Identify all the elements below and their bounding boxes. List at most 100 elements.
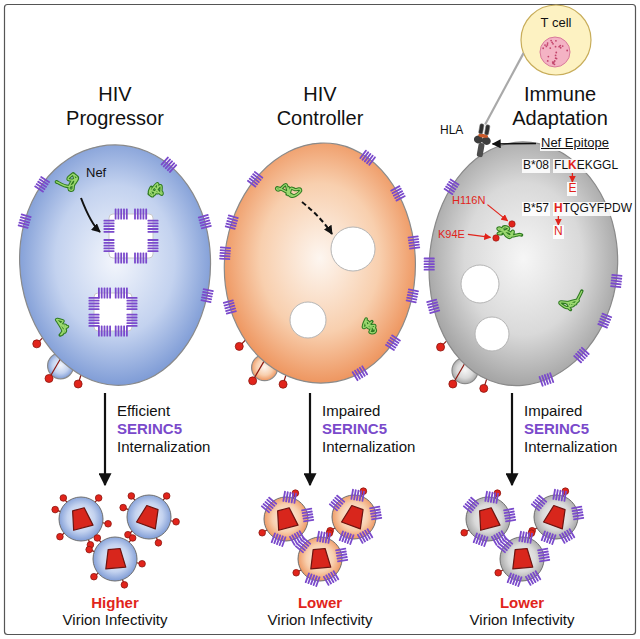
serinc5-helix	[126, 326, 128, 337]
serinc5-helix	[147, 231, 158, 233]
text-part: SERINC5	[524, 420, 617, 438]
serinc5-helix	[168, 164, 177, 173]
serinc5-protein	[219, 246, 231, 260]
capsid	[342, 504, 367, 529]
serinc5-helix	[88, 303, 99, 305]
serinc5-helix	[20, 213, 31, 218]
serinc5-helix	[293, 493, 297, 504]
serinc5-helix	[407, 238, 418, 241]
serinc5-helix	[473, 532, 478, 543]
serinc5-helix	[470, 496, 480, 504]
allele-label: B*57	[522, 202, 550, 216]
residue: G	[593, 158, 602, 172]
serinc5-helix	[125, 253, 127, 264]
serinc5-protein	[537, 548, 550, 563]
serinc5-protein	[359, 149, 376, 166]
serinc5-protein	[597, 313, 612, 329]
serinc5-helix	[145, 209, 147, 220]
serinc5-helix	[368, 156, 376, 166]
serinc5-helix	[103, 250, 114, 252]
env-spike	[436, 343, 444, 351]
serinc5-helix	[126, 288, 128, 299]
vesicle-lumen	[94, 293, 132, 331]
serinc5-helix	[408, 241, 419, 244]
serinc5-protein	[538, 372, 554, 387]
vir-figure	[442, 488, 602, 592]
serinc5-helix	[337, 559, 348, 563]
serinc5-protein	[98, 326, 111, 337]
env-spike	[60, 495, 67, 502]
serinc5-helix	[407, 235, 418, 238]
nef-protein	[56, 174, 77, 191]
serinc5-helix	[88, 317, 99, 319]
chromatin-dot	[555, 57, 557, 59]
virion	[529, 488, 584, 545]
serinc5-helix	[126, 317, 137, 319]
serinc5-helix	[323, 576, 330, 586]
flow-arrow	[309, 393, 311, 485]
nef-protein	[498, 227, 522, 238]
vir-figure	[240, 488, 400, 592]
serinc5-helix	[147, 225, 158, 227]
serinc5-protein	[559, 528, 576, 544]
serinc5-helix	[361, 491, 365, 502]
serinc5-helix	[408, 244, 419, 247]
virion-envelope	[500, 537, 544, 581]
text-part: Virion Infectivity	[470, 611, 575, 628]
serinc5-helix	[136, 209, 138, 220]
chromatin-dot	[545, 46, 547, 48]
capsid	[69, 507, 93, 531]
virion	[495, 530, 550, 587]
serinc5-protein	[610, 274, 622, 288]
serinc5-helix	[126, 305, 137, 307]
cell-title: HIV Controller	[260, 82, 380, 130]
text-part: SERINC5	[322, 420, 415, 438]
serinc5-helix	[504, 536, 514, 544]
serinc5-helix	[327, 533, 331, 544]
virion-envelope	[127, 495, 171, 539]
t-cell-body	[521, 5, 591, 75]
flow-arrow	[511, 393, 513, 485]
mutation-site	[492, 235, 498, 241]
vesicle	[88, 288, 137, 337]
cell-panel: HIV Progressor	[13, 82, 218, 390]
serinc5-helix	[139, 209, 141, 220]
serinc5-helix	[142, 209, 144, 220]
serinc5-helix	[123, 253, 125, 264]
capsid	[309, 548, 331, 569]
serinc5-helix	[88, 314, 99, 316]
serinc5-helix	[271, 532, 276, 543]
serinc5-helix	[106, 288, 108, 299]
serinc5-helix	[395, 195, 406, 202]
serinc5-helix	[88, 308, 99, 310]
substitution-arrow	[572, 173, 573, 182]
residue: L	[611, 158, 618, 172]
serinc5-protein	[147, 220, 158, 233]
serinc5-helix	[126, 297, 137, 299]
chromatin-dot	[554, 60, 556, 62]
serinc5-helix	[114, 326, 116, 337]
virion-envelope	[332, 495, 376, 539]
serinc5-protein	[323, 570, 340, 586]
serinc5-protein	[301, 508, 314, 523]
serinc5-helix	[103, 228, 114, 230]
env-spike	[95, 495, 102, 502]
serinc5-helix	[200, 299, 211, 303]
residue: Q	[570, 201, 579, 215]
chromatin-dot	[560, 47, 562, 49]
serinc5-helix	[357, 534, 364, 544]
env-spike	[45, 375, 53, 383]
chromatin-dot	[549, 47, 551, 49]
serinc5-helix	[610, 285, 621, 288]
hla-molecule	[471, 123, 493, 158]
serinc5-helix	[405, 299, 416, 303]
residue: W	[621, 201, 632, 215]
serinc5-protein	[98, 288, 111, 299]
cell-title: Immune Adaptation	[500, 82, 620, 130]
serinc5-helix	[103, 223, 114, 225]
serinc5-protein	[497, 536, 514, 553]
virion-caption: Higher Virion Infectivity	[35, 594, 195, 628]
serinc5-helix	[426, 299, 437, 304]
serinc5-helix	[339, 530, 344, 541]
serinc5-helix	[100, 326, 102, 337]
